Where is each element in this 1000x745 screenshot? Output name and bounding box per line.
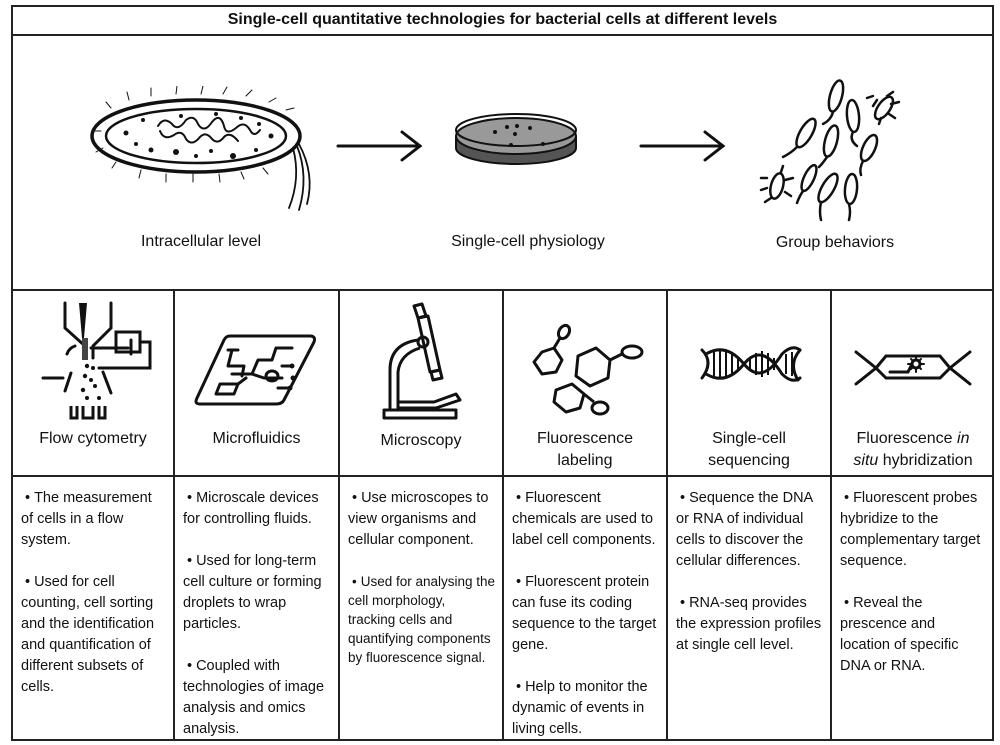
arrow-right-icon <box>336 130 423 162</box>
bacteria-group-icon <box>759 79 901 222</box>
tech-name: Microscopy <box>380 432 462 449</box>
arrow-right-icon <box>639 130 726 162</box>
tech-cell-single-cell-sequencing: Single-cell sequencing <box>668 290 830 476</box>
tech-name: Microfluidics <box>212 430 301 447</box>
desc-cell-fluorescence-labeling: Fluorescent chemicals are used to label … <box>504 478 666 740</box>
desc-point: Microscale devices for controlling fluid… <box>183 488 332 530</box>
microfluidic-chip-icon <box>194 334 316 406</box>
desc-point: The measurement of cells in a flow syste… <box>21 488 167 551</box>
desc-point: RNA-seq provides the expression profiles… <box>676 593 824 656</box>
tech-name: Fluorescence in situ hybridization <box>853 430 973 469</box>
level-label-group-behaviors: Group behaviors <box>775 234 895 251</box>
level-label-single-cell-physiology: Single-cell physiology <box>451 233 605 250</box>
tech-cell-fish: Fluorescence in situ hybridization <box>832 290 994 476</box>
petri-dish-icon <box>455 113 577 165</box>
fish-probe-icon <box>854 350 972 386</box>
tech-name: Single-cell sequencing <box>708 430 790 469</box>
grid-divider <box>338 289 340 741</box>
level-label-intracellular: Intracellular level <box>140 233 262 250</box>
dna-helix-icon <box>700 346 802 382</box>
desc-point: Used for analysing the cell morphology, … <box>348 572 496 667</box>
microscope-icon <box>382 302 462 420</box>
desc-point: Use microscopes to view organisms and ce… <box>348 488 496 551</box>
grid-divider <box>173 289 175 741</box>
desc-point: Fluorescent probes hybridize to the comp… <box>840 488 988 572</box>
desc-point: Fluorescent chemicals are used to label … <box>512 488 660 551</box>
desc-cell-fish: Fluorescent probes hybridize to the comp… <box>832 478 994 740</box>
diagram-title: Single-cell quantitative technologies fo… <box>11 5 994 36</box>
grid-divider <box>830 289 832 741</box>
tech-cell-fluorescence-labeling: Fluorescence labeling <box>504 290 666 476</box>
desc-cell-flow-cytometry: The measurement of cells in a flow syste… <box>13 478 173 740</box>
flow-cytometer-icon <box>41 301 152 420</box>
desc-point: Fluorescent protein can fuse its coding … <box>512 572 660 656</box>
tech-cell-microscopy: Microscopy <box>340 290 502 476</box>
desc-point: Help to monitor the dynamic of events in… <box>512 677 660 740</box>
levels-panel: Intracellular level Single-cell physiolo… <box>11 36 994 290</box>
desc-point: Coupled with technologies of image analy… <box>183 656 332 740</box>
desc-cell-single-cell-sequencing: Sequence the DNA or RNA of individual ce… <box>668 478 830 740</box>
desc-cell-microscopy: Use microscopes to view organisms and ce… <box>340 478 502 740</box>
tech-name: Fluorescence labeling <box>536 430 634 469</box>
desc-point: Sequence the DNA or RNA of individual ce… <box>676 488 824 572</box>
tech-name: Flow cytometry <box>39 430 147 447</box>
bacterium-cell-icon <box>90 86 311 211</box>
tech-cell-microfluidics: Microfluidics <box>175 290 338 476</box>
grid-divider <box>502 289 504 741</box>
desc-point: Used for long-term cell culture or formi… <box>183 551 332 635</box>
desc-point: Used for cell counting, cell sorting and… <box>21 572 167 698</box>
tech-cell-flow-cytometry: Flow cytometry <box>13 290 173 476</box>
grid-divider <box>666 289 668 741</box>
desc-point: Reveal the prescence and location of spe… <box>840 593 988 677</box>
desc-cell-microfluidics: Microscale devices for controlling fluid… <box>175 478 338 740</box>
fluorophore-molecules-icon <box>532 323 644 416</box>
